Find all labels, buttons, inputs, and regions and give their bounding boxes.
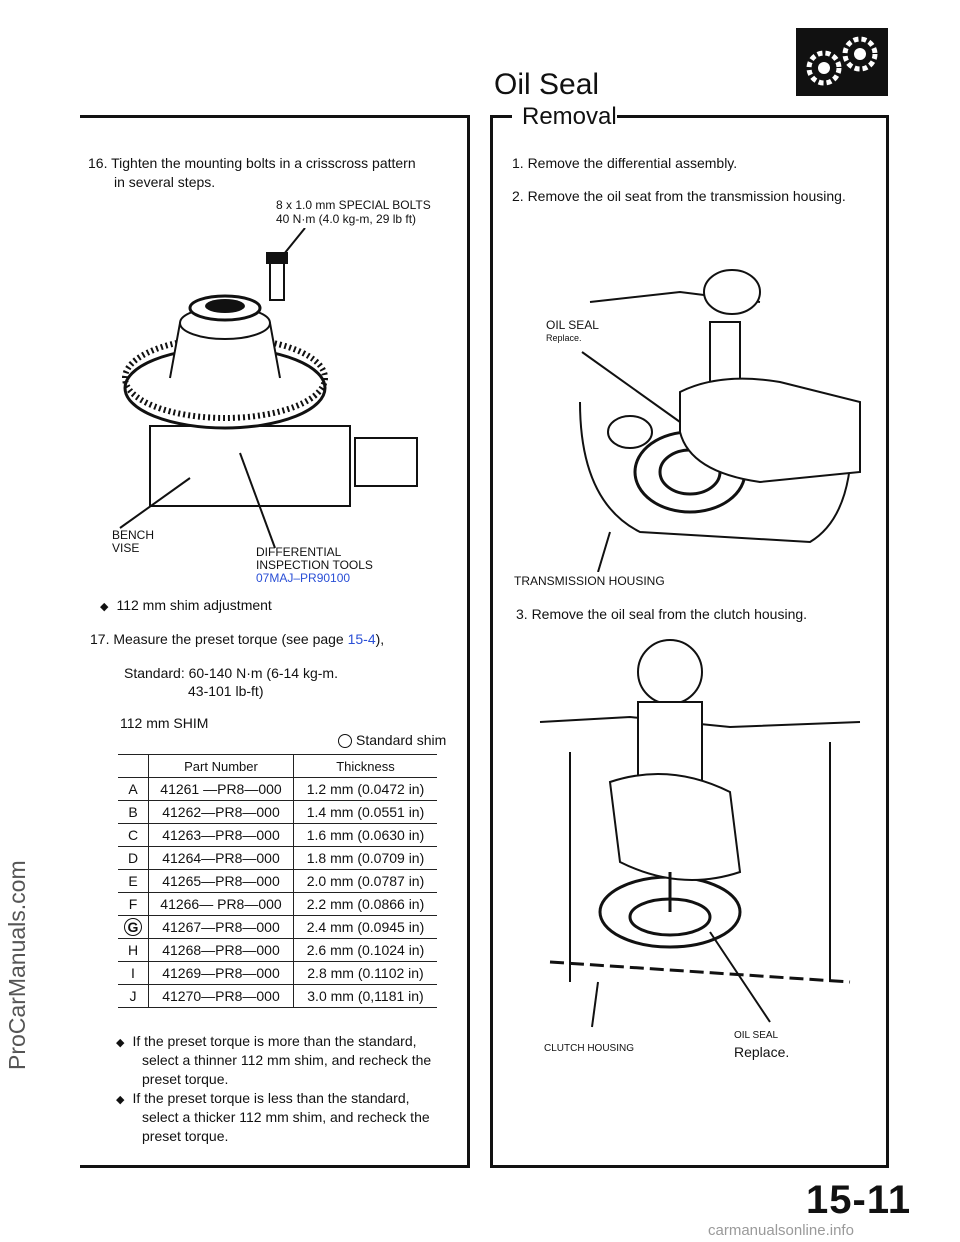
table-cell-part: 41264—PR8—000	[148, 846, 294, 870]
tool-number: 07MAJ–PR90100	[256, 571, 351, 585]
bolts-torque: 40 N·m (4.0 kg-m, 29 lb ft)	[276, 212, 417, 226]
shim-table: Part Number Thickness A 41261 —PR8—000 1…	[118, 754, 437, 1008]
table-row: D 41264—PR8—000 1.8 mm (0.0709 in)	[118, 846, 437, 870]
table-row: H 41268—PR8—000 2.6 mm (0.1024 in)	[118, 938, 437, 962]
table-cell-thickness: 1.8 mm (0.0709 in)	[293, 846, 437, 870]
table-cell-thickness: 2.2 mm (0.0866 in)	[293, 892, 437, 916]
oil-seal-label-1: OIL SEAL	[546, 318, 599, 332]
clutch-housing-illustration	[539, 639, 861, 1028]
step-3: 3. Remove the oil seal from the clutch h…	[516, 606, 808, 622]
right-frame-top-a	[490, 115, 512, 118]
step-2: 2. Remove the oil seat from the transmis…	[512, 188, 846, 204]
watermark: ProCarManuals.com	[4, 860, 30, 1070]
table-cell-part: 41261 —PR8—000	[148, 777, 294, 801]
gears-icon	[796, 28, 888, 96]
standard-shim-label: Standard shim	[356, 732, 447, 748]
left-frame-top	[80, 115, 470, 118]
step-1: 1. Remove the differential assembly.	[512, 155, 738, 171]
table-header-cell	[118, 754, 149, 778]
table-cell-thickness: 1.6 mm (0.0630 in)	[293, 823, 437, 847]
footer-watermark: carmanualsonline.info	[708, 1222, 854, 1239]
clutch-housing-label: CLUTCH HOUSING	[544, 1043, 635, 1054]
right-frame-right	[886, 115, 889, 1167]
note-2-a: If the preset torque is less than the st…	[116, 1089, 409, 1110]
transmission-housing-illustration	[579, 269, 861, 572]
table-row: I 41269—PR8—000 2.8 mm (0.1102 in)	[118, 961, 437, 985]
table-cell-letter: G	[118, 915, 149, 939]
standard-shim-circle-icon	[338, 734, 352, 748]
right-frame-bottom	[490, 1165, 889, 1168]
table-cell-part: 41268—PR8—000	[148, 938, 294, 962]
replace-label-1: Replace.	[546, 333, 582, 343]
table-row: J 41270—PR8—000 3.0 mm (0,1181 in)	[118, 984, 437, 1008]
table-cell-letter: A	[118, 777, 149, 801]
oil-seal-label-2: OIL SEAL	[734, 1030, 779, 1041]
page-link[interactable]: 15-4	[347, 631, 376, 647]
table-cell-letter: J	[118, 984, 149, 1008]
shim-adjust-heading: 112 mm shim adjustment	[100, 596, 271, 617]
table-cell-part: 41269—PR8—000	[148, 961, 294, 985]
table-row: A 41261 —PR8—000 1.2 mm (0.0472 in)	[118, 777, 437, 801]
left-frame-bottom	[80, 1165, 470, 1168]
step-17-close: ),	[375, 631, 385, 647]
table-header-row: Part Number Thickness	[118, 754, 437, 778]
table-cell-thickness: 2.6 mm (0.1024 in)	[293, 938, 437, 962]
table-cell-part: 41262—PR8—000	[148, 800, 294, 824]
table-cell-thickness: 2.8 mm (0.1102 in)	[293, 961, 437, 985]
step-16: 16. Tighten the mounting bolts in a cris…	[88, 155, 416, 171]
note-2-b: select a thicker 112 mm shim, and rechec…	[142, 1109, 430, 1125]
table-cell-letter: E	[118, 869, 149, 893]
left-frame-right	[467, 115, 470, 1167]
tool-label-2: INSPECTION TOOLS	[256, 558, 373, 572]
shim-title: 112 mm SHIM	[120, 715, 209, 731]
right-frame-left	[490, 115, 493, 1167]
section-title: Removal	[522, 103, 617, 130]
table-cell-letter: F	[118, 892, 149, 916]
page-title: Oil Seal	[494, 68, 600, 101]
table-cell-letter: C	[118, 823, 149, 847]
table-header-cell: Thickness	[293, 754, 437, 778]
bench-vise-2: VISE	[112, 541, 140, 555]
table-cell-letter: B	[118, 800, 149, 824]
table-cell-letter: I	[118, 961, 149, 985]
step-16-cont: in several steps.	[114, 174, 216, 190]
bench-vise-1: BENCH	[112, 528, 155, 542]
table-cell-part: 41263—PR8—000	[148, 823, 294, 847]
table-cell-thickness: 2.0 mm (0.0787 in)	[293, 869, 437, 893]
table-row: E 41265—PR8—000 2.0 mm (0.0787 in)	[118, 869, 437, 893]
differential-illustration	[119, 228, 418, 549]
standard-shim-marker: G	[124, 918, 142, 936]
table-cell-part: 41267—PR8—000	[148, 915, 294, 939]
table-cell-thickness: 1.2 mm (0.0472 in)	[293, 777, 437, 801]
table-row: G 41267—PR8—000 2.4 mm (0.0945 in)	[118, 915, 437, 939]
table-cell-thickness: 2.4 mm (0.0945 in)	[293, 915, 437, 939]
table-cell-part: 41266— PR8—000	[148, 892, 294, 916]
step-17: 17. Measure the preset torque (see page …	[90, 630, 384, 649]
bolts-label: 8 x 1.0 mm SPECIAL BOLTS	[276, 198, 431, 212]
standard-torque-2: 43-101 lb-ft)	[188, 683, 264, 699]
note-1-a: If the preset torque is more than the st…	[116, 1032, 416, 1053]
tool-label-1: DIFFERENTIAL	[256, 545, 342, 559]
step-17-text: 17. Measure the preset torque (see page	[90, 631, 344, 647]
right-frame-top-b	[617, 115, 889, 118]
replace-label-2: Replace.	[734, 1044, 790, 1060]
note-1-b: select a thinner 112 mm shim, and rechec…	[142, 1052, 432, 1068]
table-cell-part: 41270—PR8—000	[148, 984, 294, 1008]
table-cell-thickness: 3.0 mm (0,1181 in)	[293, 984, 437, 1008]
table-cell-letter: D	[118, 846, 149, 870]
table-cell-thickness: 1.4 mm (0.0551 in)	[293, 800, 437, 824]
transmission-housing-label: TRANSMISSION HOUSING	[514, 574, 665, 588]
table-header-cell: Part Number	[148, 754, 294, 778]
page-number: 15-11	[806, 1178, 912, 1222]
table-row: B 41262—PR8—000 1.4 mm (0.0551 in)	[118, 800, 437, 824]
table-row: C 41263—PR8—000 1.6 mm (0.0630 in)	[118, 823, 437, 847]
table-cell-letter: H	[118, 938, 149, 962]
note-2-c: preset torque.	[142, 1128, 229, 1144]
standard-torque-1: Standard: 60-140 N·m (6-14 kg-m.	[124, 665, 338, 681]
note-1-c: preset torque.	[142, 1071, 229, 1087]
table-cell-part: 41265—PR8—000	[148, 869, 294, 893]
table-row: F 41266— PR8—000 2.2 mm (0.0866 in)	[118, 892, 437, 916]
